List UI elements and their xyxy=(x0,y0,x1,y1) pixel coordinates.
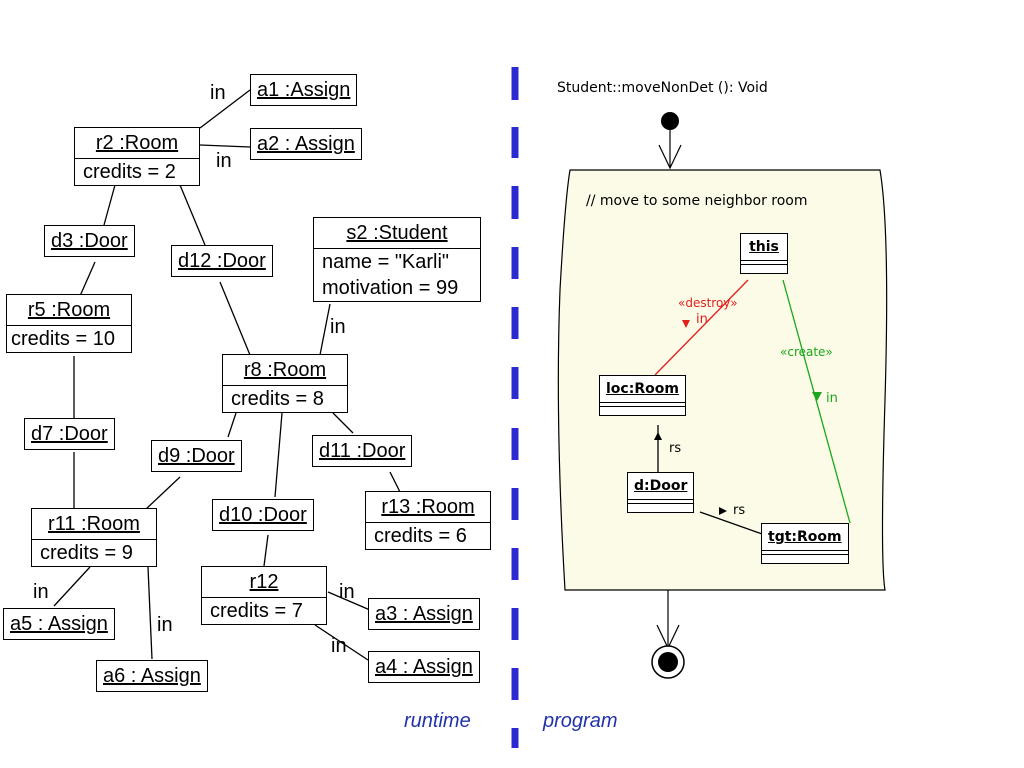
object-a6[interactable]: a6 : Assign xyxy=(96,660,208,692)
object-name: d7 :Door xyxy=(31,423,108,445)
object-attribute: credits = 8 xyxy=(223,385,347,412)
runtime-links xyxy=(53,89,401,661)
object-attributes: name = "Karli" motivation = 99 xyxy=(314,248,480,301)
create-assoc-label: in xyxy=(826,391,838,406)
object-name: a1 :Assign xyxy=(257,79,351,101)
create-link xyxy=(782,279,851,524)
link-r12-a3 xyxy=(327,591,371,611)
runtime-caption: runtime xyxy=(404,710,471,732)
object-d-door[interactable]: d:Door xyxy=(627,472,695,513)
object-a3[interactable]: a3 : Assign xyxy=(368,598,480,630)
object-name: d3 :Door xyxy=(51,230,128,252)
activity-comment: // move to some neighbor room xyxy=(586,193,808,209)
object-a1[interactable]: a1 :Assign xyxy=(250,74,358,106)
object-name: d12 :Door xyxy=(178,250,266,272)
initial-node xyxy=(661,112,679,130)
object-r5[interactable]: r5 :Room credits = 10 xyxy=(6,294,132,353)
link-label-in: in xyxy=(216,150,232,172)
rs-label: rs xyxy=(733,503,746,518)
object-loc-room[interactable]: loc:Room xyxy=(599,375,686,416)
link-r8-d9 xyxy=(227,412,237,438)
object-attribute: credits = 7 xyxy=(202,597,326,624)
object-d11[interactable]: d11 :Door xyxy=(312,435,413,467)
link-r11-a6 xyxy=(147,566,153,660)
link-label-in: in xyxy=(157,614,173,636)
object-a2[interactable]: a2 : Assign xyxy=(250,128,362,160)
link-label-in: in xyxy=(331,635,347,657)
object-attribute: credits = 2 xyxy=(75,158,199,185)
object-name: s2 :Student xyxy=(346,222,448,244)
object-r8[interactable]: r8 :Room credits = 8 xyxy=(222,354,348,413)
object-d9[interactable]: d9 :Door xyxy=(151,440,242,472)
destroy-link xyxy=(654,279,749,376)
object-a4[interactable]: a4 : Assign xyxy=(368,651,480,683)
link-label-in: in xyxy=(330,316,346,338)
link-d9-r11 xyxy=(144,476,181,511)
object-name: d10 :Door xyxy=(219,504,307,526)
object-r13[interactable]: r13 :Room credits = 6 xyxy=(365,491,491,550)
link-r2-d12 xyxy=(179,184,206,246)
object-name: r5 :Room xyxy=(27,299,111,321)
object-name: d9 :Door xyxy=(158,445,235,467)
object-name: a2 : Assign xyxy=(257,133,355,155)
object-name: r11 :Room xyxy=(48,513,140,535)
object-attribute: credits = 6 xyxy=(366,522,490,549)
object-name: r12 xyxy=(249,571,279,593)
object-name: this xyxy=(749,239,779,255)
object-attribute: motivation = 99 xyxy=(322,277,459,299)
object-d12[interactable]: d12 :Door xyxy=(171,245,273,277)
program-caption: program xyxy=(543,710,618,732)
object-name: a3 : Assign xyxy=(375,603,473,625)
link-label-in: in xyxy=(33,581,49,603)
object-attribute: name = "Karli" xyxy=(322,251,450,273)
link-r2-a2 xyxy=(199,144,251,148)
object-name: a5 : Assign xyxy=(10,613,108,635)
link-r8-d10 xyxy=(274,412,283,498)
link-label-in: in xyxy=(339,581,355,603)
object-name: d11 :Door xyxy=(319,440,406,462)
link-r8-d11 xyxy=(332,412,354,434)
link-s2-r8 xyxy=(319,303,331,356)
link-d11-r13 xyxy=(389,471,401,493)
object-attribute: credits = 10 xyxy=(7,325,131,352)
destroy-stereotype: «destroy» xyxy=(678,296,738,310)
link-r11-a5 xyxy=(53,566,91,607)
object-name: r8 :Room xyxy=(243,359,327,381)
link-r2-d3 xyxy=(103,184,116,226)
object-name: a4 : Assign xyxy=(375,656,473,678)
object-d7[interactable]: d7 :Door xyxy=(24,418,115,450)
link-r12-a4 xyxy=(314,624,369,661)
object-name: r2 :Room xyxy=(95,132,179,154)
object-name: a6 : Assign xyxy=(103,665,201,687)
object-s2[interactable]: s2 :Student name = "Karli" motivation = 99 xyxy=(313,217,481,302)
link-d12-r8 xyxy=(219,281,251,356)
object-attribute: credits = 9 xyxy=(32,539,156,566)
object-name: r13 :Room xyxy=(381,496,475,518)
create-stereotype: «create» xyxy=(780,345,833,359)
link-d10-r12 xyxy=(263,534,269,567)
object-name: d:Door xyxy=(634,478,688,494)
object-name: tgt:Room xyxy=(768,529,842,545)
object-d3[interactable]: d3 :Door xyxy=(44,225,135,257)
object-a5[interactable]: a5 : Assign xyxy=(3,608,115,640)
object-r2[interactable]: r2 :Room credits = 2 xyxy=(74,127,200,186)
link-label-in: in xyxy=(210,82,226,104)
object-name: loc:Room xyxy=(606,381,679,397)
object-r12[interactable]: r12 credits = 7 xyxy=(201,566,327,625)
object-tgt-room[interactable]: tgt:Room xyxy=(761,523,849,564)
operation-title: Student::moveNonDet (): Void xyxy=(557,80,768,96)
rs-label: rs xyxy=(669,441,682,456)
object-d10[interactable]: d10 :Door xyxy=(212,499,314,531)
rs-link-tgt xyxy=(699,511,766,536)
link-d3-r5 xyxy=(79,261,96,297)
object-r11[interactable]: r11 :Room credits = 9 xyxy=(31,508,157,567)
destroy-assoc-label: in xyxy=(696,312,708,327)
object-this[interactable]: this xyxy=(740,233,788,274)
link-r2-a1 xyxy=(199,89,251,129)
